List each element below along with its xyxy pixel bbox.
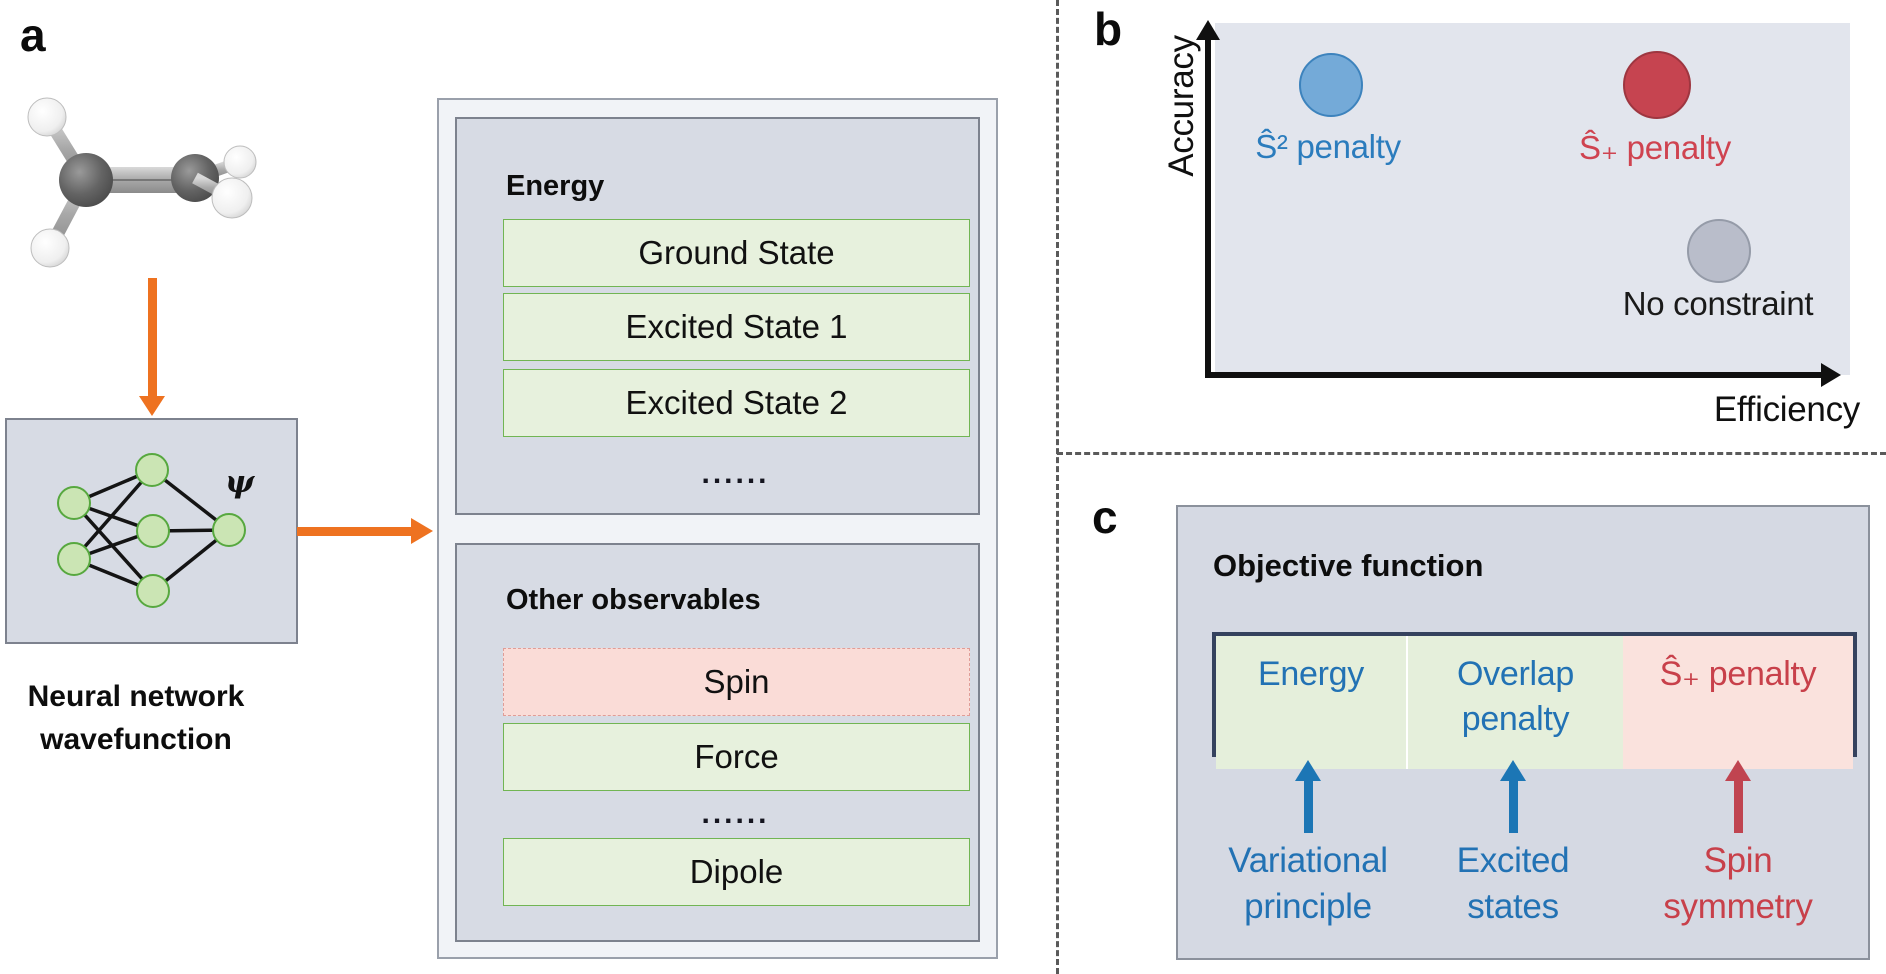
objective-term-overlap-penalty: Overlap penalty [1406, 636, 1623, 769]
excited-line-2: states [1467, 887, 1559, 926]
objective-term-splus-penalty: Ŝ₊ penalty [1623, 636, 1853, 769]
horizontal-panel-divider [1057, 452, 1886, 455]
arrow-molecule-to-network-head [139, 396, 165, 416]
psi-symbol: ψ [225, 464, 255, 500]
variational-line-1: Variational [1228, 841, 1388, 880]
objective-function-box: Energy Overlap penalty Ŝ₊ penalty [1212, 632, 1857, 769]
label-s2-penalty: Ŝ² penalty [1255, 128, 1401, 165]
arrow-variational-principle [1304, 780, 1313, 833]
arrow-spin-symmetry-head [1725, 760, 1751, 781]
annotation-excited-states: Excited states [1413, 838, 1613, 930]
overlap-term-line-1: Overlap [1457, 655, 1574, 693]
arrow-variational-principle-head [1295, 760, 1321, 781]
excited-line-1: Excited [1456, 841, 1570, 880]
arrow-molecule-to-network [148, 278, 157, 398]
observable-row-spin: Spin [503, 648, 970, 716]
network-caption: Neural network wavefunction [0, 675, 272, 761]
x-axis-line [1205, 372, 1823, 378]
data-point-no-constraint [1687, 219, 1751, 283]
energy-ellipsis: ...... [701, 457, 770, 490]
overlap-term-line-2: penalty [1461, 700, 1570, 738]
data-point-s2-penalty [1299, 53, 1363, 117]
panel-a-label: a [20, 9, 46, 61]
annotation-variational-principle: Variational principle [1188, 838, 1428, 930]
observable-row-force: Force [503, 723, 970, 791]
x-axis-arrowhead-icon [1821, 363, 1841, 387]
observables-heading: Other observables [506, 584, 761, 616]
arrow-network-to-outputs-head [411, 518, 433, 544]
arrow-network-to-outputs [297, 527, 413, 536]
energy-term-label: Energy [1258, 655, 1364, 693]
objective-function-heading: Objective function [1213, 548, 1484, 583]
caption-line-1: Neural network [27, 680, 245, 713]
y-axis-line [1205, 38, 1211, 378]
splus-term-label: Ŝ₊ penalty [1659, 655, 1817, 693]
y-axis-arrowhead-icon [1196, 20, 1220, 40]
observables-group-box: Other observables Spin Force ...... Dipo… [455, 543, 980, 942]
x-axis-label: Efficiency [1713, 390, 1860, 429]
energy-heading: Energy [506, 170, 605, 202]
variational-line-2: principle [1244, 887, 1372, 926]
label-no-constraint: No constraint [1622, 285, 1814, 322]
ethylene-molecule-icon [27, 97, 257, 268]
vertical-panel-divider [1056, 0, 1059, 974]
neural-network-diagram [57, 453, 246, 608]
arrow-spin-symmetry [1734, 780, 1743, 833]
caption-line-2: wavefunction [40, 723, 232, 756]
spin-line-2: symmetry [1663, 887, 1813, 926]
y-axis-label: Accuracy [1162, 35, 1201, 177]
arrow-excited-states-head [1500, 760, 1526, 781]
energy-row-ground-state: Ground State [503, 219, 970, 287]
outputs-container: Energy Ground State Excited State 1 Exci… [437, 98, 998, 959]
arrow-excited-states [1509, 780, 1518, 833]
objective-term-energy: Energy [1216, 636, 1406, 769]
label-splus-penalty: Ŝ₊ penalty [1578, 129, 1731, 166]
panel-b-label: b [1094, 3, 1123, 55]
energy-group-box: Energy Ground State Excited State 1 Exci… [455, 117, 980, 515]
observables-ellipsis: ...... [701, 797, 770, 830]
energy-row-excited-state-1: Excited State 1 [503, 293, 970, 361]
energy-row-excited-state-2: Excited State 2 [503, 369, 970, 437]
spin-line-1: Spin [1703, 841, 1773, 880]
observable-row-dipole: Dipole [503, 838, 970, 906]
annotation-spin-symmetry: Spin symmetry [1618, 838, 1858, 930]
panel-c-label: c [1092, 491, 1118, 543]
data-point-splus-penalty [1623, 51, 1691, 119]
